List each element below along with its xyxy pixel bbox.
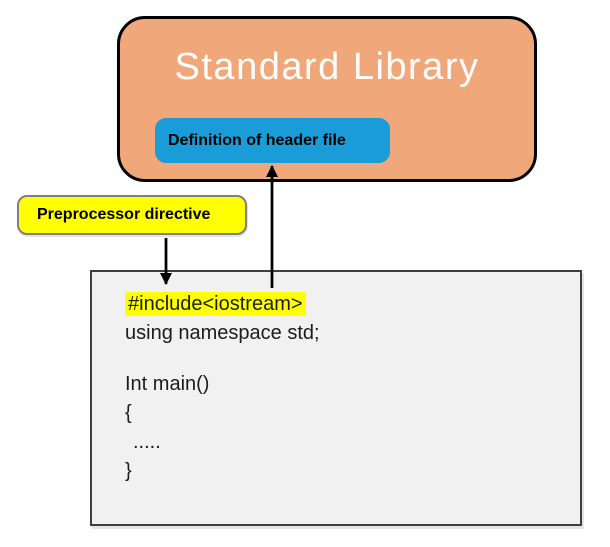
code-text: } [125,460,132,482]
code-line: #include<iostream> [125,290,580,319]
code-text: { [125,402,132,424]
include-directive-highlighted: #include<iostream> [125,292,306,316]
code-text: ..... [133,431,161,453]
code-box: #include<iostream> using namespace std; I… [90,270,582,526]
standard-library-title: Standard Library [174,46,480,88]
preprocessor-directive-box: Preprocessor directive [17,195,247,235]
code-line: } [125,457,580,486]
code-line: using namespace std; [125,319,580,348]
code-line: Int main() [125,370,580,399]
code-line [125,348,580,370]
preprocessor-directive-label: Preprocessor directive [37,206,211,223]
code-text: using namespace std; [125,322,320,344]
code-text: Int main() [125,373,210,395]
header-definition-label: Definition of header file [168,131,346,149]
code-line: ..... [125,428,580,457]
header-definition-box: Definition of header file [155,118,390,163]
code-line: { [125,399,580,428]
standard-library-box: Standard Library Definition of header fi… [117,16,537,182]
code-lines: #include<iostream> using namespace std; I… [125,290,580,486]
